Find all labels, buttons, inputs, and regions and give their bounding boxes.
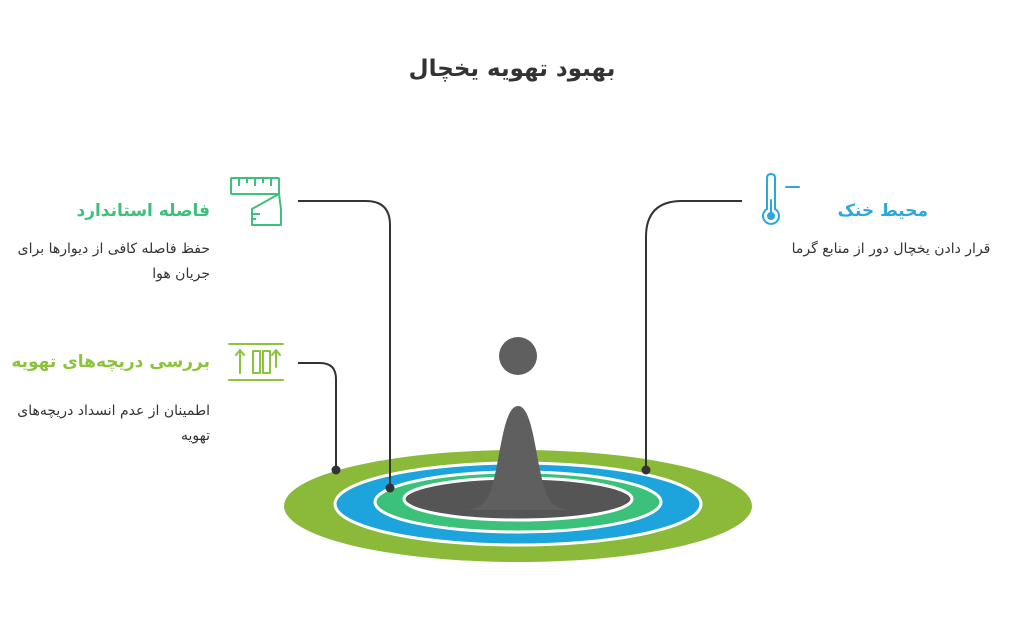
splash-spike [462, 406, 574, 510]
connector-standard-distance [298, 200, 391, 488]
connector-dot-cool-environment [641, 465, 651, 475]
connector-cool-environment [645, 200, 742, 470]
description-cool-environment: قرار دادن یخچال دور از منابع گرما [791, 241, 991, 257]
connector-check-vents [298, 362, 337, 470]
thermometer-icon [762, 172, 800, 225]
vent-icon [228, 343, 284, 381]
description-standard-distance: حفظ فاصله کافی از دیوارها برای جریان هوا [17, 241, 210, 282]
heading-cool-environment: محیط خنک [837, 201, 928, 221]
description-check-vents: اطمینان از عدم انسداد دریچه‌های تهویه [17, 403, 210, 444]
heading-standard-distance: فاصله استاندارد [76, 201, 210, 221]
connector-dot-check-vents [331, 465, 341, 475]
measuring-tape-icon [230, 177, 282, 226]
connector-dot-standard-distance [385, 483, 395, 493]
diagram-title: بهبود تهویه یخچال [408, 56, 616, 82]
heading-check-vents: بررسی دریچه‌های تهویه [11, 352, 210, 372]
water-droplet [499, 337, 537, 375]
